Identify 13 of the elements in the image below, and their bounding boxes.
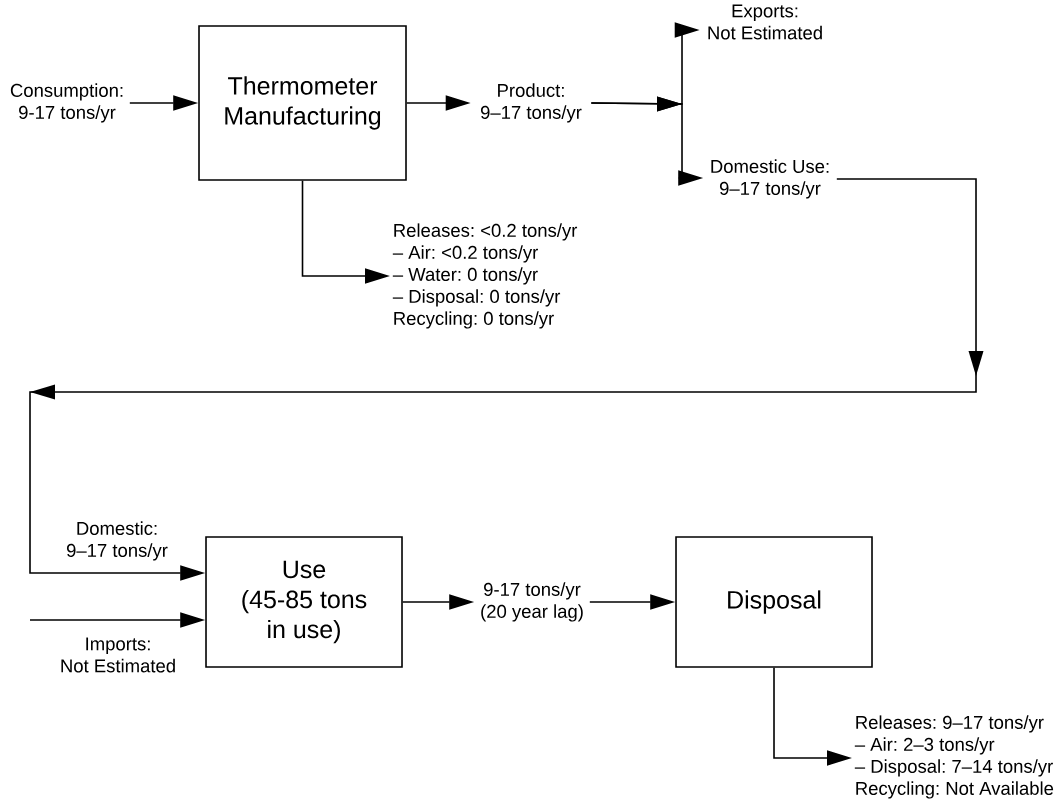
process-box: Use (45-85 tons in use) (205, 536, 403, 668)
flow-label: Exports: Not Estimated (708, 4, 822, 40)
arrow (29, 178, 984, 581)
flow-label: Product: 9–17 tons/yr (480, 83, 582, 123)
flow-label: 9-17 tons/yr (20 year lag) (481, 582, 583, 622)
release-note: Releases: <0.2 tons/yr – Air: <0.2 tons/yr – Water: 0 tons/yr – Disposal: 0 tons/yr Recycling: 0 tons/yr (392, 223, 578, 329)
flow-label: Domestic Use: 9–17 tons/yr (711, 159, 829, 199)
edge-label: Domestic: 9–17 tons/yr (57, 519, 177, 563)
process-box: Disposal (675, 536, 873, 668)
process-box: Thermometer Manufacturing (198, 25, 407, 181)
edge-label: Imports: Not Estimated (53, 635, 183, 675)
flow-label: Consumption: 9-17 tons/yr (10, 83, 123, 123)
release-note: Releases: 9–17 tons/yr – Air: 2–3 tons/yr – Disposal: 7–14 tons/yr Recycling: Not Available (854, 715, 1054, 799)
